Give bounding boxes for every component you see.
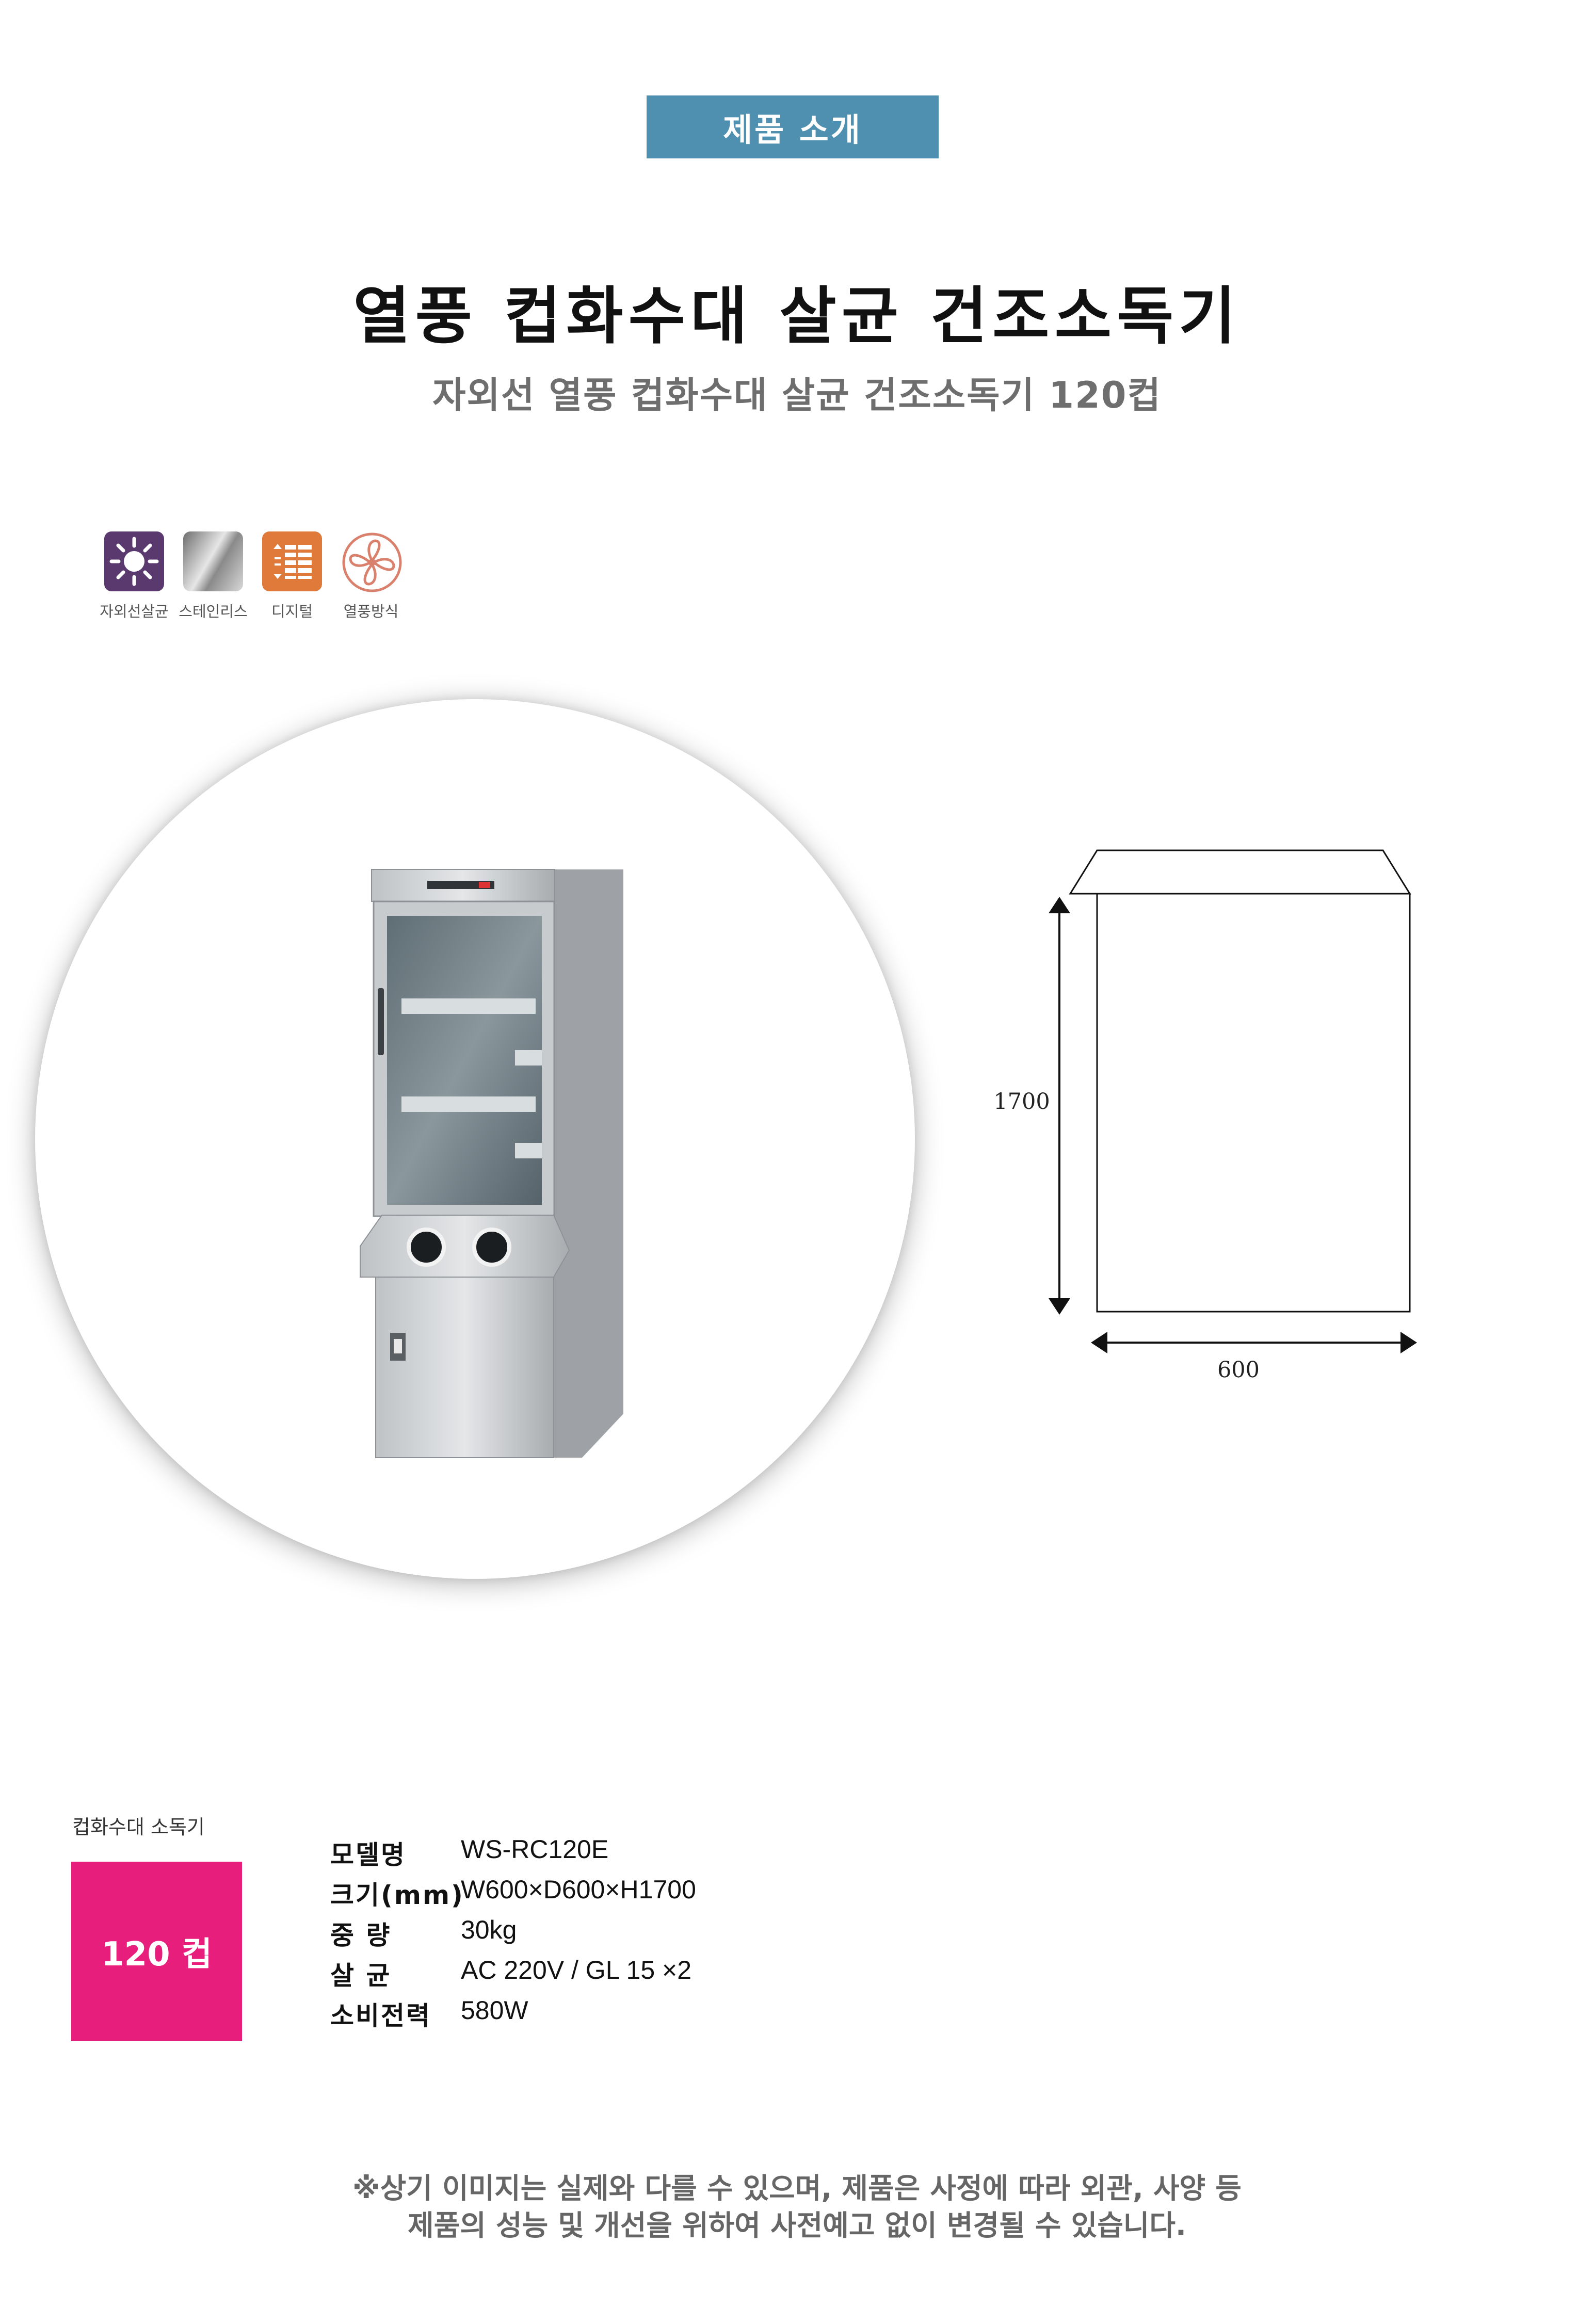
stainless-icon: [183, 531, 243, 591]
disclaimer-line-2: 제품의 성능 및 개선을 위하여 사전예고 없이 변경될 수 있습니다.: [408, 2209, 1186, 2242]
spec-value: WS-RC120E: [461, 1835, 609, 1864]
feature-label: 자외선살균: [100, 603, 169, 620]
capacity-badge: 120 컵: [71, 1862, 242, 2041]
section-tag: 제품 소개: [647, 95, 939, 158]
width-arrow-head-right: [1400, 1332, 1417, 1353]
cabinet-top-outline: [1069, 849, 1411, 895]
feature-label: 디지털: [271, 603, 313, 620]
spec-key: 소비전력: [330, 2001, 431, 2031]
product-photo-frame: [35, 699, 915, 1579]
spec-key: 살 균: [330, 1961, 392, 1991]
height-dimension: 1700: [993, 1089, 1050, 1115]
height-arrow-head-bottom: [1049, 1298, 1070, 1315]
cabinet-outline: [1096, 893, 1411, 1313]
width-dimension: 600: [1217, 1357, 1260, 1383]
product-title: 열풍 컵화수대 살균 건조소독기: [353, 281, 1241, 352]
spec-key: 중 량: [330, 1920, 392, 1950]
digital-icon: [262, 531, 322, 591]
spec-value: W600×D600×H1700: [461, 1875, 696, 1904]
spec-value: AC 220V / GL 15 ×2: [461, 1956, 692, 1984]
dimension-diagram: 1700 600: [980, 836, 1496, 1414]
feature-fan: 열풍방식: [332, 531, 410, 621]
feature-label: 스테인리스: [179, 603, 248, 620]
feature-uv: 자외선살균: [95, 531, 173, 621]
disclaimer-line-1: ※상기 이미지는 실제와 다를 수 있으며, 제품은 사정에 따라 외관, 사양…: [352, 2172, 1242, 2205]
feature-label: 열풍방식: [343, 603, 399, 620]
width-arrow-head-left: [1091, 1332, 1107, 1353]
sterilizer-cabinet-image: [360, 869, 623, 1458]
disclaimer-note: ※상기 이미지는 실제와 다를 수 있으며, 제품은 사정에 따라 외관, 사양…: [0, 2170, 1594, 2244]
spec-key: 크기(mm): [330, 1880, 464, 1910]
spec-value: 30kg: [461, 1915, 517, 1944]
category-label: 컵화수대 소독기: [72, 1816, 205, 1838]
height-arrow-head-top: [1049, 897, 1070, 913]
uv-sun-icon: [104, 531, 164, 591]
spec-value: 580W: [461, 1996, 528, 2025]
fan-icon: [341, 531, 402, 592]
feature-stainless: 스테인리스: [174, 531, 252, 621]
feature-digital: 디지털: [253, 531, 331, 621]
feature-icons: 자외선살균 스테인리스 디지털: [95, 531, 410, 624]
spec-key: 모델명: [330, 1840, 406, 1870]
product-subtitle: 자외선 열풍 컵화수대 살균 건조소독기 120컵: [432, 374, 1162, 416]
